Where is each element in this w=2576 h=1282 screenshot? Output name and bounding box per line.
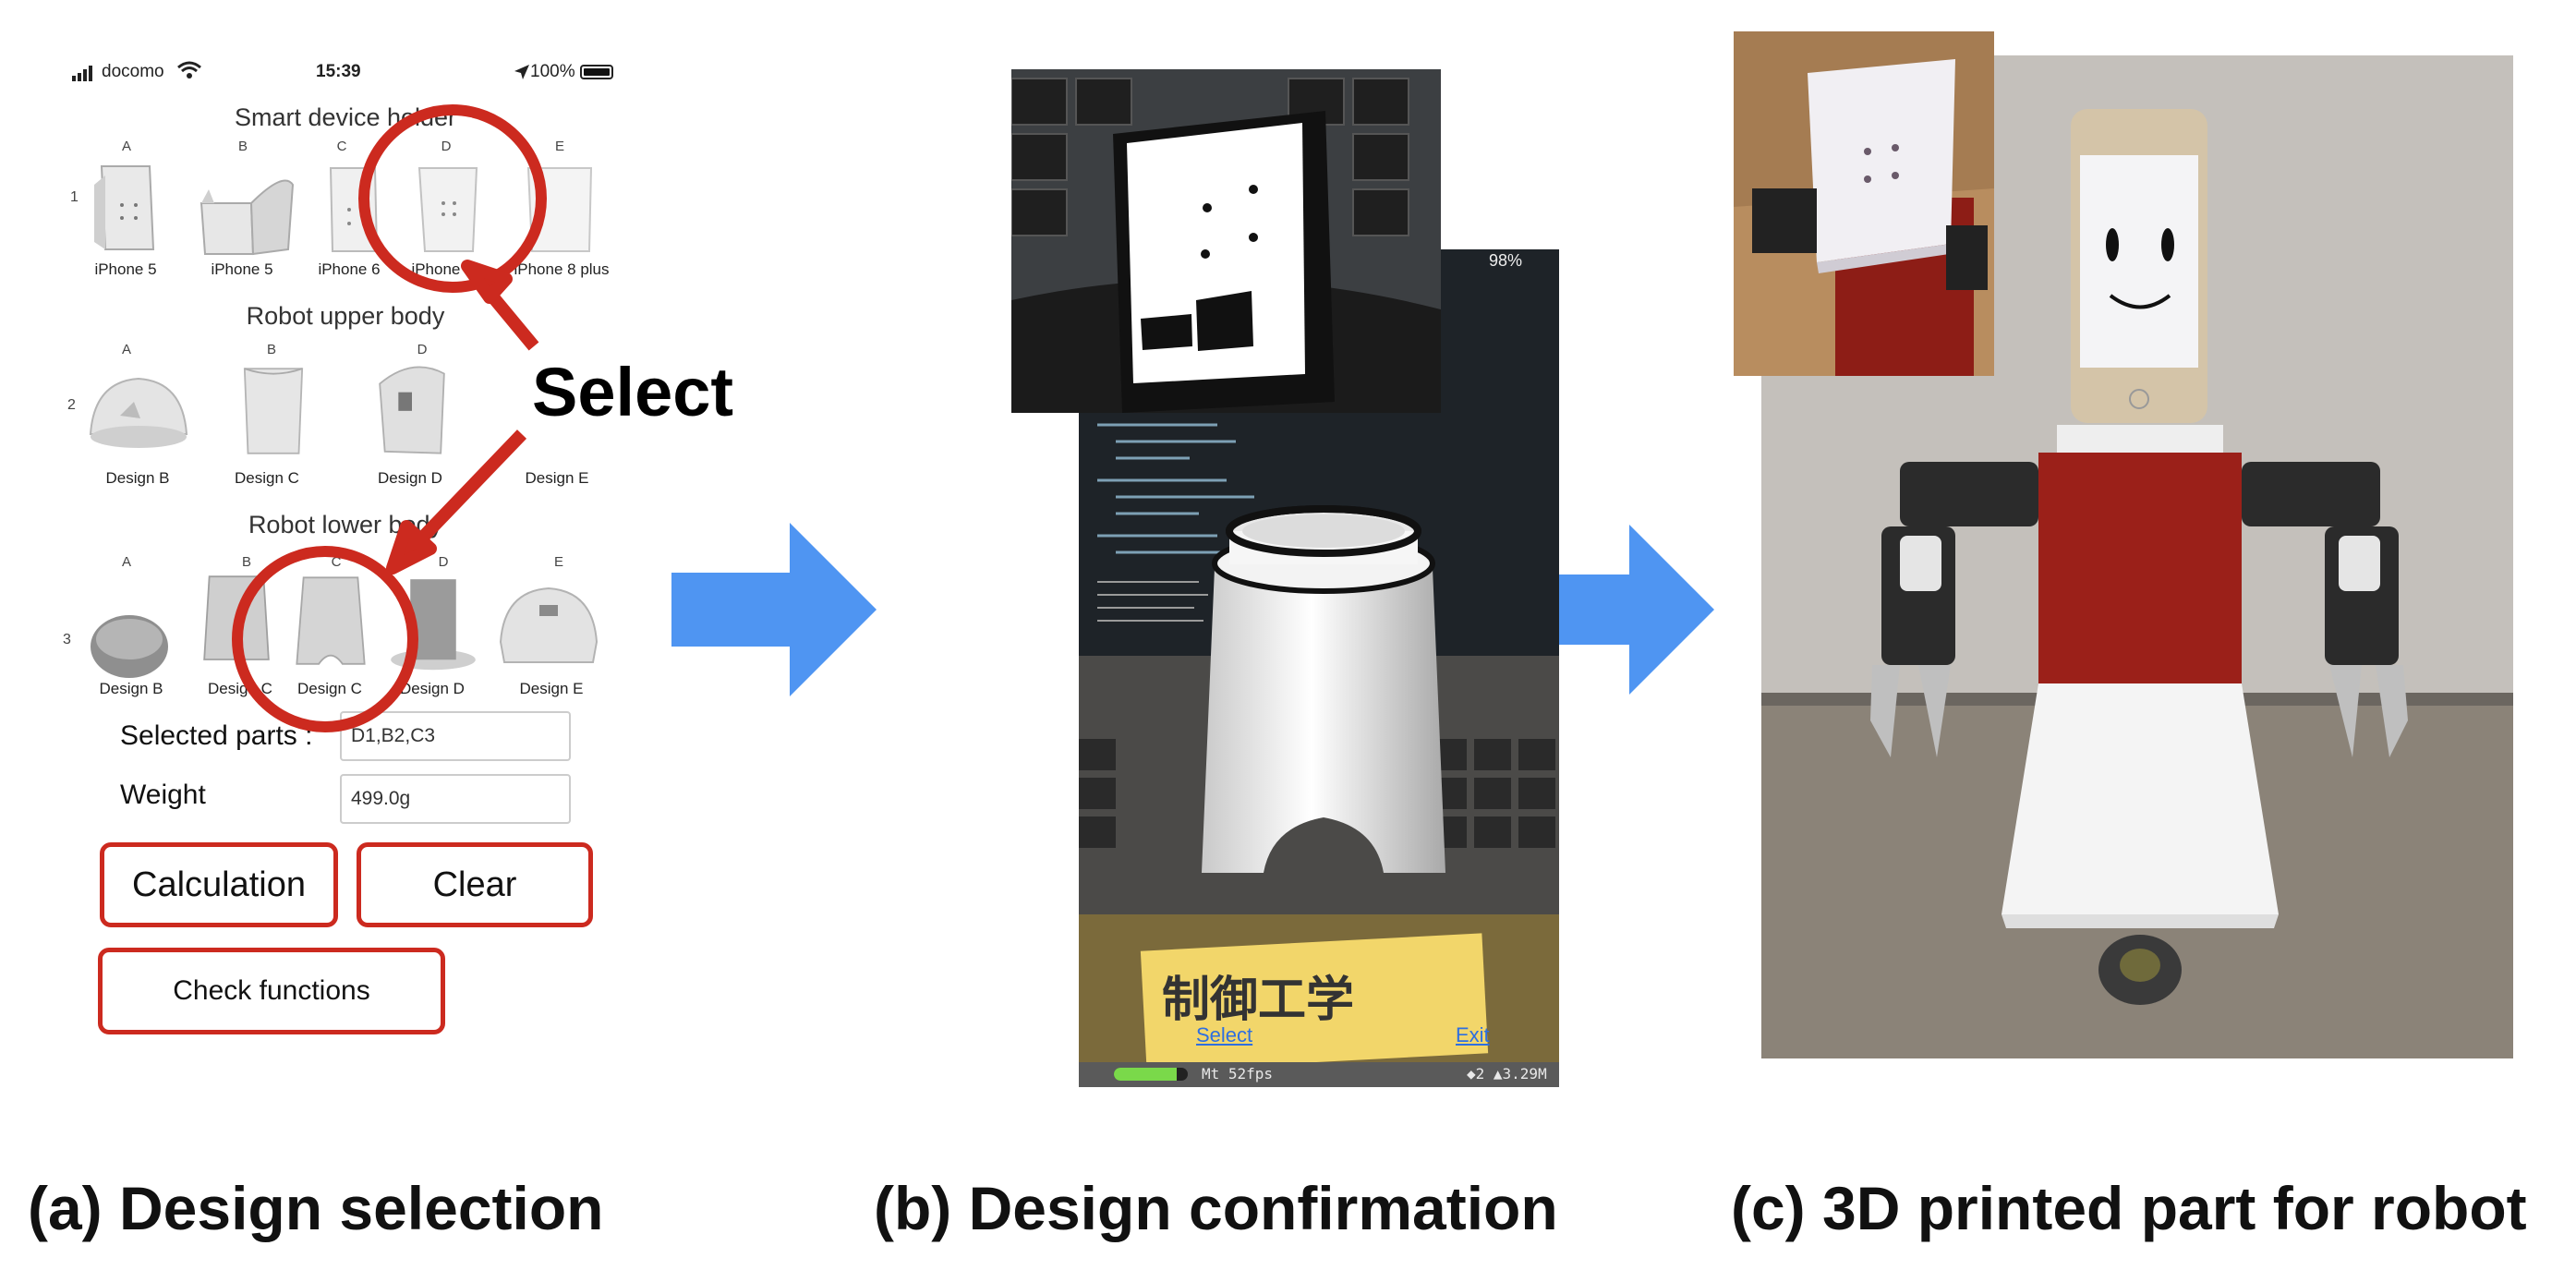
wifi-icon xyxy=(177,61,201,79)
part-label: iPhone 8 plus xyxy=(514,260,610,278)
part-label: Design E xyxy=(525,469,589,487)
selected-parts-label: Selected parts : xyxy=(120,720,313,751)
selection-annotations xyxy=(232,104,547,732)
col-letter: A xyxy=(121,554,131,570)
section-title-upper: Robot upper body xyxy=(246,302,445,330)
col-letter: B xyxy=(241,554,251,570)
hud-progress-bar xyxy=(1114,1068,1188,1081)
part-label: Design C xyxy=(235,469,299,487)
part-label: Design E xyxy=(519,680,584,697)
weight-label: Weight xyxy=(120,780,206,810)
part-holder-d[interactable] xyxy=(406,159,491,260)
part-label: iPhone 7 xyxy=(411,260,474,278)
col-letter: B xyxy=(266,342,276,357)
part-label: iPhone 5 xyxy=(211,260,273,278)
part-label: iPhone 6 xyxy=(318,260,381,278)
part-upper-c[interactable] xyxy=(231,360,316,462)
part-lower-b[interactable] xyxy=(87,591,172,693)
battery-icon xyxy=(580,65,613,79)
ar-select-link[interactable]: Select xyxy=(1196,1023,1253,1046)
clear-button[interactable]: Clear xyxy=(357,842,593,927)
battery-percent: 100% xyxy=(530,62,575,81)
keyboard-keys xyxy=(1079,739,1555,848)
arrow-head-up xyxy=(461,260,513,304)
holder-inset xyxy=(1734,31,1994,376)
part-lower-c[interactable] xyxy=(288,571,373,672)
panel-design-selection: docomo 15:39 100% Smart device holder A … xyxy=(0,0,776,1242)
hud-stats: ◆2 ▲3.29M xyxy=(1467,1065,1547,1082)
check-functions-button[interactable]: Check functions xyxy=(98,948,445,1034)
flow-arrow-2 xyxy=(1511,525,1714,695)
col-letter: C xyxy=(336,139,347,154)
row-number: 1 xyxy=(70,189,79,205)
col-letter: C xyxy=(331,554,342,570)
signal-icon xyxy=(72,66,92,81)
col-letter: A xyxy=(121,342,131,357)
col-letter: B xyxy=(237,139,248,154)
caption-c: (c) 3D printed part for robot xyxy=(1731,1174,2527,1242)
col-letter: A xyxy=(121,139,131,154)
ar-battery-percent: 98% xyxy=(1489,251,1523,270)
code-lines xyxy=(1097,423,1254,622)
part-label: Design D xyxy=(378,469,442,487)
part-lower-e[interactable] xyxy=(493,577,604,679)
part-label: Design B xyxy=(99,680,163,697)
highlight-circle-holder xyxy=(358,104,547,293)
keyboard-inset xyxy=(1011,78,1441,413)
row-number: 2 xyxy=(67,397,76,413)
hud-fps: Mt 52fps xyxy=(1202,1065,1274,1082)
robot-inset-photo xyxy=(1734,31,1994,376)
part-holder-a[interactable] xyxy=(85,157,170,259)
part-label: Design D xyxy=(400,680,465,697)
col-letter: E xyxy=(554,139,564,154)
part-upper-b[interactable] xyxy=(83,365,194,466)
select-callout: Select xyxy=(532,354,734,430)
weight-field[interactable] xyxy=(340,774,571,824)
col-letter: D xyxy=(417,342,428,357)
carrier-label: docomo xyxy=(102,62,164,81)
arrow-head-down xyxy=(386,520,437,574)
col-letter: D xyxy=(438,554,449,570)
part-upper-d[interactable] xyxy=(369,358,454,460)
caption-b: (b) Design confirmation xyxy=(874,1174,1558,1242)
selected-parts-field[interactable] xyxy=(340,711,571,761)
caption-a: (a) Design selection xyxy=(28,1174,604,1242)
book-title: 制御工学 xyxy=(1162,973,1355,1028)
ar-inset-holder xyxy=(1011,69,1441,413)
col-letter: D xyxy=(441,139,452,154)
part-label: Design C xyxy=(297,680,362,697)
location-icon xyxy=(514,65,529,79)
part-label: Design B xyxy=(105,469,170,487)
ar-exit-link[interactable]: Exit xyxy=(1456,1023,1490,1046)
part-holder-b[interactable] xyxy=(196,162,297,263)
part-label: iPhone 5 xyxy=(94,260,157,278)
calculation-button[interactable]: Calculation xyxy=(100,842,338,927)
ar-3d-model xyxy=(1202,505,1445,873)
highlight-circle-lower xyxy=(232,546,418,732)
flow-arrow-1 xyxy=(671,523,877,696)
col-letter: E xyxy=(553,554,563,570)
clock: 15:39 xyxy=(316,62,361,81)
row-number: 3 xyxy=(63,632,71,647)
